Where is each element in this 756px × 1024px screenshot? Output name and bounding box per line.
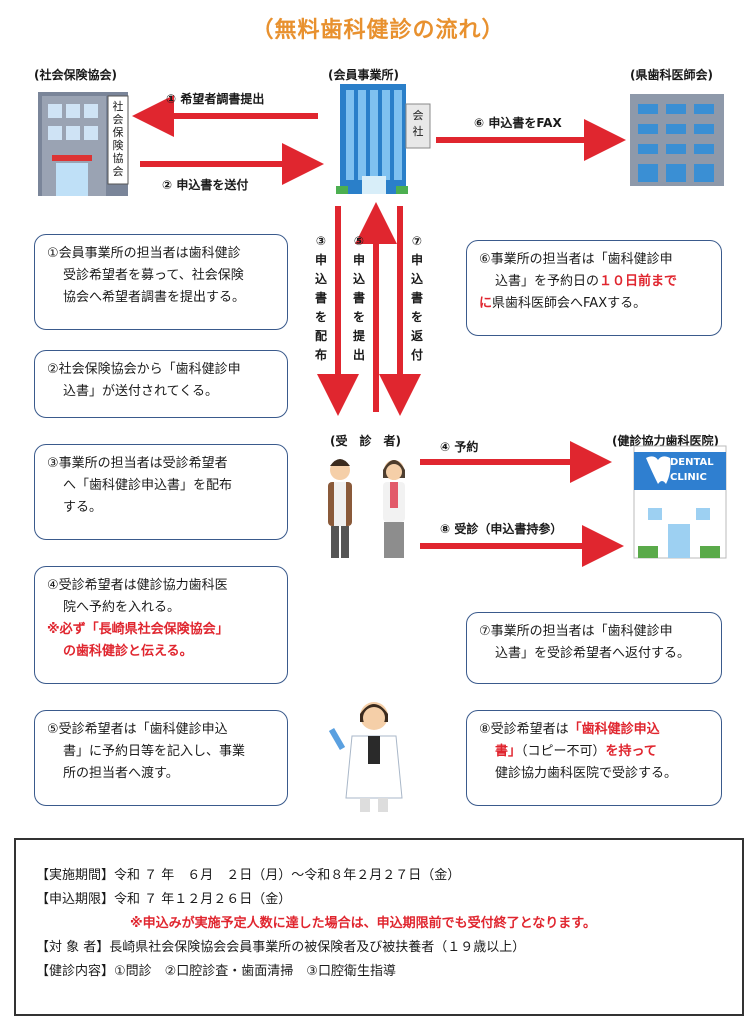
kaiin-building-icon	[336, 84, 431, 194]
note-6-red2: に	[479, 296, 493, 311]
arrow-label-1: ① 希望者調書提出	[166, 92, 265, 106]
note-2-line1: ②社会保険協会から「歯科健診申	[47, 362, 241, 377]
note-8-line1a: ⑧受診希望者は	[479, 722, 569, 737]
note-1-line1: ①会員事業所の担当者は歯科健診	[47, 246, 241, 261]
note-8-red1: 「歯科健診申込	[568, 722, 660, 737]
note-4-line1: ④受診希望者は健診協力歯科医	[47, 578, 228, 593]
arrow-label-4: ④ 予約	[440, 440, 479, 454]
note-8-line3: 健診協力歯科医院で受診する。	[495, 766, 678, 781]
org-label-shakai: (社会保険協会)	[34, 68, 117, 82]
note-6-line1: ⑥事業所の担当者は「歯科健診申	[479, 252, 673, 267]
shakai-building-icon	[38, 92, 129, 196]
note-3-line3: する。	[63, 500, 103, 515]
org-label-jushin: (受 診 者)	[330, 434, 401, 448]
note-step-3: ③事業所の担当者は受診希望者 へ「歯科健診申込書」を配布 する。	[34, 444, 288, 540]
note-8-red3: を持って	[605, 744, 657, 759]
note-5-line1: ⑤受診希望者は「歯科健診申込	[47, 722, 228, 737]
patient-man-icon	[328, 459, 352, 558]
note-3-line2: へ「歯科健診申込書」を配布	[63, 478, 233, 493]
patient-woman-icon	[383, 460, 405, 558]
info-warning: ※申込みが実施予定人数に達した場合は、申込期限前でも受付終了となります。	[130, 916, 596, 931]
note-4-warn-line1: ※必ず「長崎県社会保険協会」	[47, 622, 229, 637]
note-2-line2: 込書」が送付されてくる。	[63, 384, 218, 399]
note-6-line2: 込書」を予約日の	[495, 274, 600, 289]
note-step-8: ⑧受診希望者は「歯科健診申込 書」（コピー不可）を持って 健診協力歯科医院で受診…	[466, 710, 722, 806]
note-step-1: ①会員事業所の担当者は歯科健診 受診希望者を募って、社会保険 協会へ希望者調書を…	[34, 234, 288, 330]
note-4-warn-line2: の歯科健診と伝える。	[63, 644, 193, 659]
info-deadline: 【申込期限】令和 ７ 年１２月２６日（金）	[36, 892, 292, 907]
note-1-line2: 受診希望者を募って、社会保険	[63, 268, 244, 283]
note-step-4: ④受診希望者は健診協力歯科医 院へ予約を入れる。 ※必ず「長崎県社会保険協会」 …	[34, 566, 288, 684]
kaisha-sign: 会社	[412, 109, 424, 138]
info-target: 【対 象 者】長崎県社会保険協会会員事業所の被保険者及び被扶養者（１９歳以上）	[36, 940, 526, 955]
arrow-label-5: ⑤申込書を提出	[352, 234, 365, 362]
note-step-6: ⑥事業所の担当者は「歯科健診申 込書」を予約日の１０日前まで に県歯科医師会へF…	[466, 240, 722, 336]
arrow-label-2: ② 申込書を送付	[162, 178, 249, 192]
dentist-icon	[328, 702, 403, 812]
shika-building-icon	[630, 94, 724, 186]
page-title: （無料歯科健診の流れ）	[251, 18, 505, 43]
dental-clinic-icon	[633, 445, 727, 559]
note-step-5: ⑤受診希望者は「歯科健診申込 書」に予約日等を記入し、事業 所の担当者へ渡す。	[34, 710, 288, 806]
note-5-line3: 所の担当者へ渡す。	[63, 766, 179, 781]
arrow-label-8: ⑧ 受診（申込書持参）	[440, 522, 563, 536]
arrow-label-3: ③申込書を配布	[314, 234, 327, 362]
clinic-sign-line1: DENTAL	[670, 457, 714, 468]
clinic-sign-line2: CLINIC	[670, 472, 707, 483]
note-6-red1: １０日前まで	[599, 274, 678, 289]
org-label-iin: (健診協力歯科医院)	[612, 434, 719, 448]
org-label-shika: (県歯科医師会)	[630, 68, 713, 82]
note-4-line2: 院へ予約を入れる。	[63, 600, 181, 615]
arrow-label-7: ⑦申込書を返付	[410, 234, 423, 362]
note-8-red2: 書」	[495, 744, 522, 759]
arrow-label-6: ⑥ 申込書をFAX	[474, 116, 562, 130]
note-5-line2: 書」に予約日等を記入し、事業	[63, 744, 246, 759]
note-step-2: ②社会保険協会から「歯科健診申 込書」が送付されてくる。	[34, 350, 288, 418]
note-1-line3: 協会へ希望者調書を提出する。	[63, 290, 246, 305]
note-7-line2: 込書」を受診希望者へ返付する。	[495, 646, 691, 661]
note-6-line3: 県歯科医師会へFAXする。	[492, 296, 647, 311]
info-period: 【実施期間】令和 ７ 年 ６月 ２日（月）～令和８年２月２７日（金）	[36, 868, 461, 883]
info-content: 【健診内容】①問診 ②口腔診査・歯面清掃 ③口腔衛生指導	[36, 964, 396, 979]
note-8-line2: （コピー不可）	[521, 744, 606, 759]
shakai-sign: 社会保険協会	[112, 100, 124, 178]
note-step-7: ⑦事業所の担当者は「歯科健診申 込書」を受診希望者へ返付する。	[466, 612, 722, 684]
note-3-line1: ③事業所の担当者は受診希望者	[47, 456, 228, 471]
info-box: 【実施期間】令和 ７ 年 ６月 ２日（月）～令和８年２月２７日（金） 【申込期限…	[14, 838, 744, 1016]
org-label-kaiin: (会員事業所)	[328, 68, 399, 82]
note-7-line1: ⑦事業所の担当者は「歯科健診申	[479, 624, 673, 639]
